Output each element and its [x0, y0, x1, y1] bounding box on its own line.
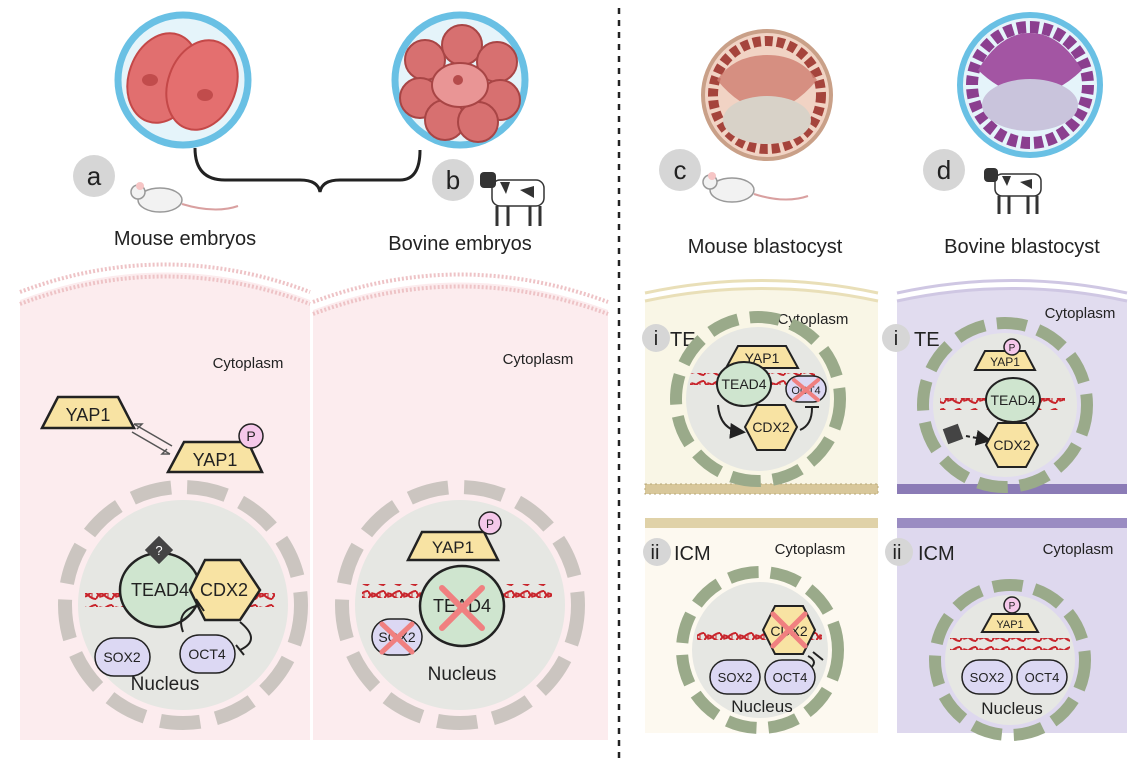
- yap1-phospho-shape: [165, 423, 264, 474]
- bovine-blastocyst-title: Bovine blastocyst: [944, 236, 1100, 258]
- equilibrium-arrows: [131, 423, 173, 455]
- phospho-label-d-icm: P: [1009, 601, 1016, 612]
- oct4-shape-d: [1016, 659, 1068, 695]
- yap1-label-b: YAP1: [432, 538, 474, 557]
- cdx2-label-c: CDX2: [752, 419, 790, 435]
- sox2-shape-a: [94, 637, 151, 677]
- sox2-absent-cross-icon: [379, 621, 415, 655]
- marker-i-badge-c: [642, 324, 670, 352]
- marker-i-label-c: i: [654, 328, 658, 350]
- mouse-embryos-title: Mouse embryos: [114, 228, 256, 250]
- nucleus-label-c: Nucleus: [731, 697, 792, 716]
- cdx2-shape-d: [984, 422, 1040, 468]
- panel-b-cytoplasm-label: Cytoplasm: [503, 351, 574, 368]
- oct4-shape-c-icm: [764, 659, 816, 695]
- nucleus-label-a: Nucleus: [131, 674, 200, 695]
- oct4-absent-cross-icon-c: [792, 378, 820, 402]
- nucleus-label-b: Nucleus: [428, 664, 497, 685]
- oct4-shape-a: [179, 634, 236, 674]
- mouse-animal-icon: [130, 182, 239, 213]
- bovine-morula-embryo-icon: [391, 11, 529, 149]
- yap1-label-d-icm: YAP1: [996, 619, 1023, 631]
- yap1-label-c: YAP1: [745, 350, 780, 366]
- unknown-label: ?: [155, 543, 162, 558]
- bovine-blastocyst-icon: [957, 12, 1103, 158]
- mouse-blastocyst-title: Mouse blastocyst: [688, 236, 843, 258]
- mouse-2cell-embryo-icon: [114, 11, 252, 149]
- yap1-phospho-label: YAP1: [193, 450, 238, 470]
- bovine-embryos-title: Bovine embryos: [388, 233, 531, 255]
- tead4-absent-cross-icon: [439, 585, 485, 631]
- panel-a-letter: a: [87, 161, 102, 191]
- marker-i-label-d: i: [894, 328, 898, 350]
- yap1-shape-d-icm: [980, 596, 1040, 633]
- sox2-label-a: SOX2: [103, 649, 141, 665]
- panel-d-letter: d: [937, 155, 951, 185]
- marker-ii-badge-d: [885, 538, 913, 566]
- panel-a-cytoplasm-label: Cytoplasm: [213, 355, 284, 372]
- panel-d-badge: [923, 149, 965, 191]
- marker-i-badge-d: [882, 324, 910, 352]
- panel-b-badge: [432, 159, 474, 201]
- sox2-label-c: SOX2: [718, 670, 753, 685]
- te-label-d: TE: [914, 329, 940, 351]
- oct4-label-d: OCT4: [1025, 670, 1060, 685]
- cdx2-absent-cross-icon-c: [770, 611, 808, 649]
- yap1-free-shape: [39, 395, 137, 430]
- mouse-blastocyst-icon: [701, 29, 833, 161]
- tead4-label-d: TEAD4: [990, 392, 1035, 408]
- yap1-free-label: YAP1: [66, 405, 111, 425]
- oct4-label-a: OCT4: [188, 646, 226, 662]
- cdx2-label-d: CDX2: [993, 437, 1031, 453]
- icm-label-c: ICM: [674, 543, 711, 565]
- phospho-label-d: P: [1009, 343, 1016, 354]
- cytoplasm-label-d-te: Cytoplasm: [1045, 305, 1116, 322]
- marker-ii-badge-c: [643, 538, 671, 566]
- yap1-shape-d: [973, 338, 1037, 371]
- activation-arrows-c: [717, 404, 819, 439]
- inhibition-arrows-a: [180, 598, 252, 656]
- panel-a-badge: [73, 155, 115, 197]
- tead4-shape-c: [716, 361, 772, 407]
- cdx2-label-a: CDX2: [200, 580, 248, 600]
- nucleus-label-d: Nucleus: [981, 699, 1042, 718]
- cytoplasm-label-d-icm: Cytoplasm: [1043, 541, 1114, 558]
- sox2-shape-d: [961, 659, 1013, 695]
- panel-b-letter: b: [446, 165, 460, 195]
- cytoplasm-label-c-te: Cytoplasm: [778, 311, 849, 328]
- marker-ii-label-d: ii: [893, 542, 902, 564]
- yap1-label-d: YAP1: [990, 355, 1020, 369]
- sox2-label-d: SOX2: [970, 670, 1005, 685]
- panel-c-badge: [659, 149, 701, 191]
- cytoplasm-label-c-icm: Cytoplasm: [775, 541, 846, 558]
- icm-label-d: ICM: [918, 543, 955, 565]
- cow-animal-icon-2: [984, 168, 1042, 214]
- sox2-shape-c: [709, 659, 761, 695]
- phospho-label-b: P: [486, 517, 494, 531]
- cdx2-shape-a: [188, 558, 262, 622]
- comparison-brace: [193, 147, 422, 193]
- tead4-label-a: TEAD4: [131, 580, 189, 600]
- oct4-label-c-icm: OCT4: [773, 670, 808, 685]
- marker-ii-label-c: ii: [651, 542, 660, 564]
- unknown-factor-icon-d: [942, 423, 992, 446]
- panel-c-letter: c: [674, 155, 687, 185]
- phospho-label-a: P: [246, 428, 255, 444]
- yap1-shape-b: [405, 511, 502, 562]
- cow-animal-icon: [480, 172, 545, 226]
- mouse-animal-icon-2: [702, 172, 809, 203]
- tead4-label-c: TEAD4: [721, 376, 766, 392]
- unknown-cofactor-icon: [144, 535, 174, 565]
